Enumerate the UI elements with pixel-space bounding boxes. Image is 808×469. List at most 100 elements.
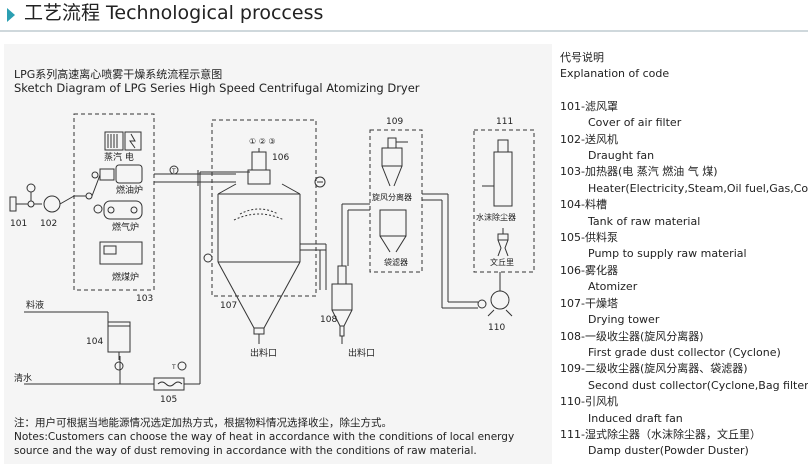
label-102: 102	[40, 219, 57, 229]
label-103: 103	[136, 294, 153, 304]
atomizer-marks: ① ② ③	[249, 137, 276, 146]
label-111: 111	[496, 117, 513, 127]
air-filter-icon	[9, 196, 42, 212]
section-header: 工艺流程 Technological proccess	[0, 0, 808, 32]
legend-desc: Second dust collector(Cyclone,Bag filter…	[588, 378, 808, 392]
legend-desc: Tank of raw material	[588, 214, 701, 228]
legend-desc: Atomizer	[588, 280, 638, 294]
legend-item: 102-送风机 Draught fan	[560, 132, 808, 165]
legend-code: 110-引风机	[560, 395, 618, 409]
label-discharge-2: 出料口	[348, 347, 375, 359]
valve-icon	[314, 176, 326, 188]
legend-desc: Draught fan	[588, 149, 655, 163]
oil-furnace-icon	[91, 164, 143, 184]
coal-furnace-icon	[99, 241, 143, 265]
venturi-icon	[497, 228, 509, 257]
temp-mark-1: T	[171, 168, 176, 175]
draught-fan-icon	[26, 174, 101, 213]
label-110: 110	[488, 323, 505, 333]
legend-head-cn: 代号说明	[560, 51, 604, 64]
label-106: 106	[272, 153, 289, 163]
legend-header: 代号说明 Explanation of code	[560, 50, 808, 83]
gauge-icon	[203, 253, 213, 263]
label-discharge-1: 出料口	[250, 347, 277, 359]
process-diagram: LPG系列高速离心喷雾干燥系统流程示意图 Sketch Diagram of L…	[9, 67, 535, 457]
hot-air-duct	[154, 165, 236, 186]
header-divider	[0, 30, 808, 32]
feed-pump-icon	[153, 361, 187, 391]
legend-desc: Heater(Electricity,Steam,Oil fuel,Gas,Co…	[588, 181, 808, 195]
box-to-fan-duct	[422, 193, 478, 309]
legend-item: 108-一级收尘器(旋风分离器) First grade dust collect…	[560, 329, 808, 362]
legend-item: 107-干燥塔 Drying tower	[560, 296, 808, 329]
label-steam-electric: 蒸汽 电	[104, 151, 134, 163]
label-venturi: 文丘里	[490, 257, 514, 267]
diagram-title-cn: LPG系列高速离心喷雾干燥系统流程示意图	[14, 67, 222, 81]
induced-fan-icon	[477, 272, 513, 317]
feed-line	[24, 171, 250, 385]
legend-code: 111-湿式除尘器（水沫除尘器，文丘里）	[560, 427, 761, 441]
feed-tank-icon	[107, 321, 131, 371]
label-cyclone-sep: 旋风分离器	[372, 192, 412, 202]
label-water-dust: 水沫除尘器	[476, 212, 516, 222]
legend-item: 101-滤风罩 Cover of air filter	[560, 99, 808, 132]
label-clean-water: 清水	[14, 372, 32, 384]
label-101: 101	[10, 219, 27, 229]
heater-electric-icon	[104, 131, 142, 151]
label-bag-filter: 袋滤器	[384, 257, 408, 267]
legend-head-en: Explanation of code	[560, 67, 670, 81]
arrow-right-icon	[7, 8, 15, 22]
cyclone-109	[381, 137, 408, 187]
tower-box	[211, 119, 317, 297]
label-105: 105	[160, 395, 177, 405]
tower-to-cyclone-duct	[300, 243, 327, 290]
legend-code: 101-滤风罩	[560, 99, 618, 113]
legend-code: 108-一级收尘器(旋风分离器)	[560, 329, 704, 343]
notes-en-2: source and the way of dust removing in a…	[14, 445, 477, 457]
label-104: 104	[86, 337, 103, 347]
heater-box	[73, 113, 155, 291]
code-legend: 代号说明 Explanation of code 101-滤风罩 Cover of…	[560, 50, 808, 460]
legend-item: 104-料槽 Tank of raw material	[560, 197, 808, 230]
legend-item: 110-引风机 Induced draft fan	[560, 394, 808, 427]
section-title: 工艺流程 Technological proccess	[24, 2, 324, 24]
legend-desc: Damp duster(Powder Duster)	[588, 444, 749, 458]
drying-tower	[217, 183, 301, 344]
bag-filter-icon	[379, 209, 407, 253]
legend-desc: First grade dust collector (Cyclone)	[588, 345, 781, 359]
legend-code: 105-供料泵	[560, 231, 618, 245]
temp-mark-2: T	[171, 364, 176, 371]
label-gas-furnace: 燃气炉	[112, 221, 139, 233]
legend-code: 104-料槽	[560, 198, 607, 212]
legend-desc: Drying tower	[588, 313, 660, 327]
damp-duster-box	[473, 129, 535, 273]
notes-en-1: Notes:Customers can choose the way of he…	[14, 431, 514, 443]
legend-item: 109-二级收尘器(旋风分离器、袋滤器) Second dust collecto…	[560, 361, 808, 394]
diagram-panel: LPG系列高速离心喷雾干燥系统流程示意图 Sketch Diagram of L…	[4, 44, 552, 464]
legend-desc: Induced draft fan	[588, 411, 683, 425]
label-raw-liquid: 料液	[26, 299, 44, 311]
legend-code: 102-送风机	[560, 132, 618, 146]
gas-furnace-icon	[93, 200, 143, 220]
notes-cn: 注：用户可根据当地能源情况选定加热方式，根据物料情况选择收尘，除尘方式。	[14, 416, 392, 429]
legend-code: 107-干燥塔	[560, 296, 618, 310]
legend-item: 111-湿式除尘器（水沫除尘器，文丘里） Damp duster(Powder D…	[560, 427, 808, 460]
label-107: 107	[220, 301, 237, 311]
legend-code: 103-加热器(电 蒸汽 燃油 气 煤)	[560, 165, 718, 179]
label-oil-furnace: 燃油炉	[116, 184, 143, 196]
diagram-title-en: Sketch Diagram of LPG Series High Speed …	[14, 81, 420, 95]
label-109: 109	[386, 117, 403, 127]
legend-item: 106-雾化器 Atomizer	[560, 263, 808, 296]
water-dust-collector	[482, 139, 513, 207]
label-108: 108	[320, 315, 337, 325]
cyclone-to-box-duct	[341, 203, 370, 266]
legend-code: 109-二级收尘器(旋风分离器、袋滤器)	[560, 362, 748, 376]
secondary-collector-box	[369, 129, 423, 273]
legend-code: 106-雾化器	[560, 263, 618, 277]
legend-desc: Cover of air filter	[588, 116, 682, 130]
atomizer-icon	[247, 148, 271, 185]
label-coal-furnace: 燃煤炉	[112, 271, 139, 283]
legend-item: 103-加热器(电 蒸汽 燃油 气 煤) Heater(Electricity,S…	[560, 164, 808, 197]
cyclone-108	[331, 265, 353, 344]
